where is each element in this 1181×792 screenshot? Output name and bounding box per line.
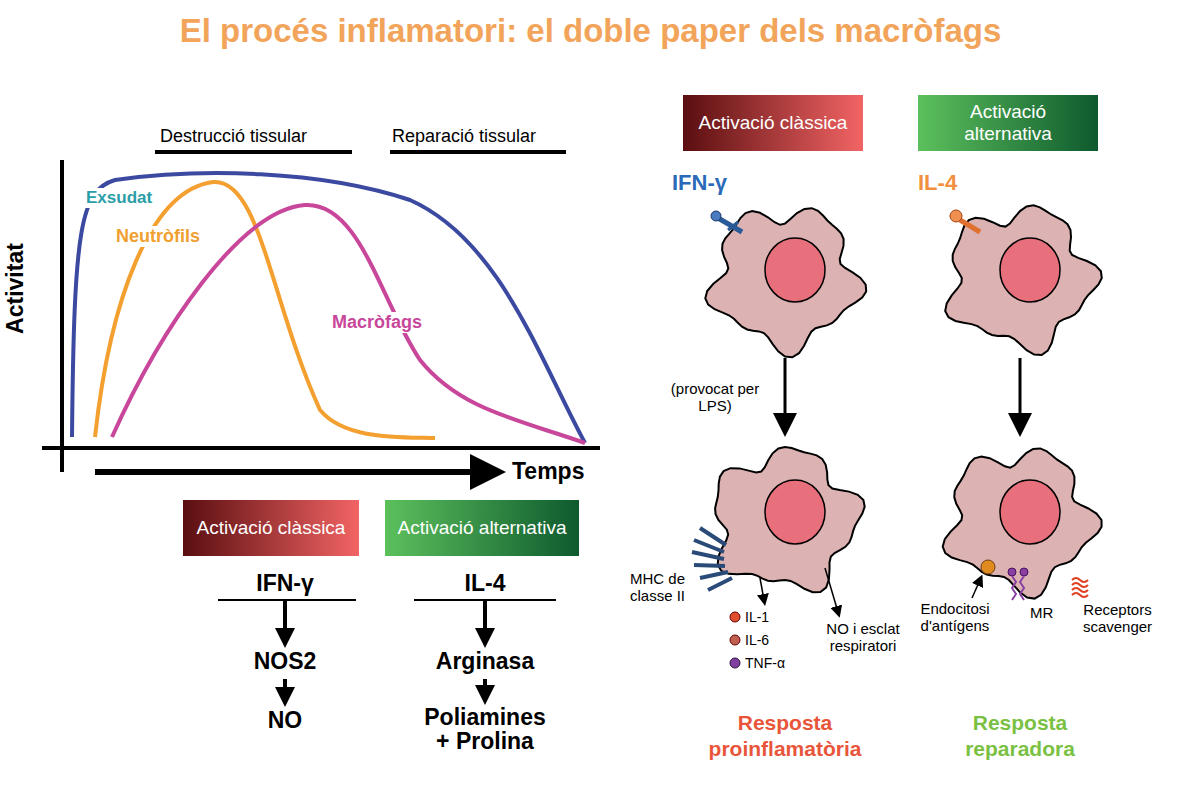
cytokine-name: IL-6 [745, 632, 769, 648]
macrophage-cell [943, 448, 1102, 598]
response-label: Resposta reparadora [925, 710, 1115, 763]
cytokine-name: IL-1 [745, 609, 769, 625]
macrophage-cell [715, 447, 865, 592]
nucleus [765, 480, 825, 544]
nucleus [1000, 238, 1060, 302]
pathway-step: NOS2 [225, 648, 345, 675]
endocytosis-arrow [972, 580, 980, 598]
il4-receptor [950, 210, 980, 232]
node-text: Activació alternativa [398, 517, 567, 539]
il1-dot [730, 612, 740, 622]
phase-label: Destrucció tissular [160, 126, 307, 147]
phase-bar [390, 150, 566, 154]
pathway-step: Poliamines + Prolina [405, 705, 565, 753]
title: El procés inflamatori: el doble paper de… [0, 12, 1181, 50]
node-text: Activació alternativa [924, 101, 1092, 145]
part-label: Receptors scavenger [1070, 601, 1165, 635]
activation-box: Activació clàssica [183, 500, 359, 556]
response-label: Resposta proinflamatòria [690, 710, 880, 763]
node-text: Activació clàssica [197, 517, 346, 539]
node-text: Poliamines + Prolina [424, 705, 545, 753]
series-label: Neutròfils [114, 226, 202, 247]
pathway-arrow [283, 601, 287, 638]
mhc-receptors [692, 528, 732, 590]
phase-bar [155, 150, 352, 154]
mannose-receptor [1008, 568, 1028, 600]
secretion-arrow [760, 578, 764, 600]
node-text: Arginasa [436, 648, 534, 675]
part-label: MHC de classe II [605, 570, 685, 604]
nucleus [765, 238, 825, 302]
pathway-arrow [483, 679, 487, 695]
note: (provocat per LPS) [655, 380, 775, 414]
phase-label: Reparació tissular [392, 126, 536, 147]
antigen [981, 560, 995, 574]
activation-box: Activació alternativa [385, 500, 579, 556]
pathway-step: IL-4 [435, 570, 535, 597]
axis-label: Temps [512, 458, 584, 485]
activation-box: Activació clàssica [683, 95, 863, 151]
pathway-arrow [283, 679, 287, 697]
tnf-dot [730, 658, 740, 668]
x-axis [42, 446, 600, 450]
cytokine-name: TNF-α [745, 655, 785, 671]
series-label: Exsudat [84, 188, 154, 208]
macrophage-cell [945, 205, 1102, 355]
scavenger-receptor [1072, 578, 1088, 597]
part-label: NO i esclat respiratori [808, 620, 918, 654]
node-text: Activació clàssica [699, 112, 848, 134]
node-text: IFN-γ [256, 570, 314, 597]
rule [218, 599, 356, 601]
macrophage-cell [705, 208, 866, 357]
activation-box: Activació alternativa [918, 95, 1098, 151]
time-arrow [95, 469, 488, 475]
nucleus [1000, 480, 1060, 544]
cytokine-label: IFN-γ [672, 170, 727, 196]
y-axis [60, 160, 64, 472]
ifn-receptor [711, 211, 742, 232]
macrophage-curve [112, 205, 585, 443]
exudate-curve [72, 173, 585, 443]
pathway-step: NO [245, 707, 325, 734]
pathway-step: IFN-γ [235, 570, 335, 597]
cytokine-label: IL-4 [918, 170, 957, 196]
pathway-step: Arginasa [410, 648, 560, 675]
node-text: NO [268, 707, 303, 734]
activation-arrow [784, 358, 787, 425]
rule [414, 599, 556, 601]
axis-label: Activitat [2, 243, 29, 334]
pathway-arrow [483, 601, 487, 638]
series-label: Macròfags [330, 312, 424, 333]
node-text: NOS2 [254, 648, 317, 675]
node-text: IL-4 [465, 570, 506, 597]
part-label: MR [1030, 604, 1053, 621]
activation-arrow [1019, 358, 1022, 425]
no-arrow [825, 568, 838, 612]
part-label: Endocitosi d'antígens [905, 600, 1005, 634]
il6-dot [730, 635, 740, 645]
